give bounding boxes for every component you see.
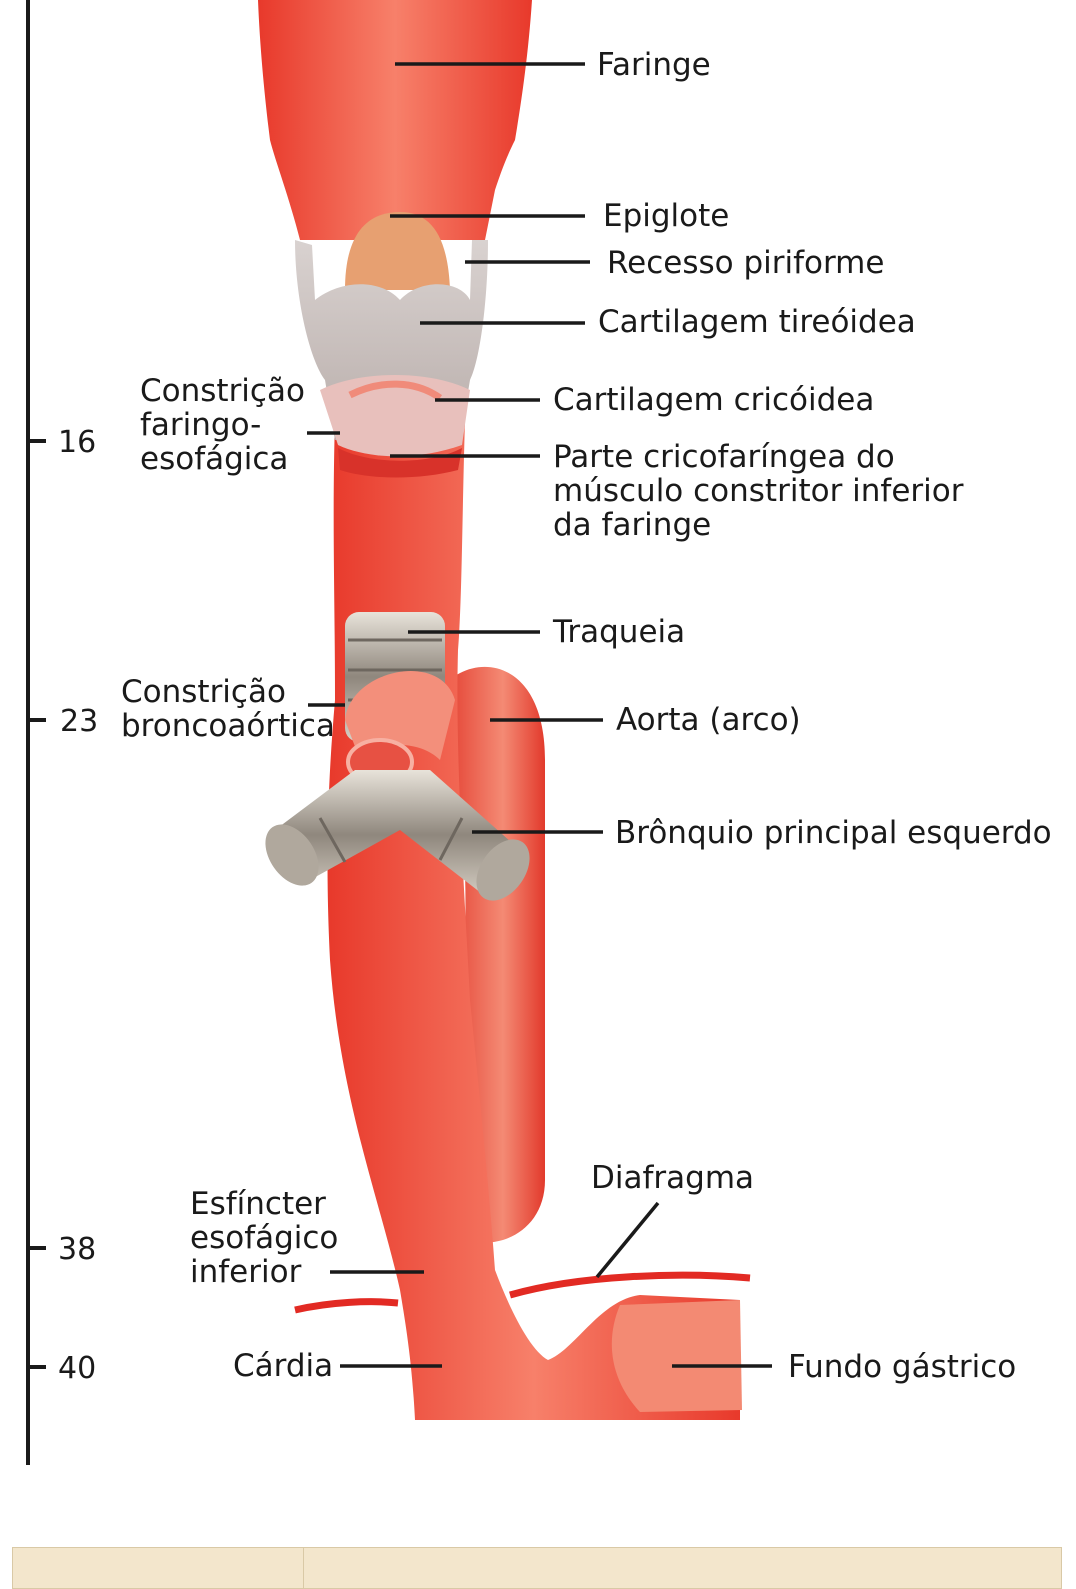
cricopharyngeal-shape <box>338 448 462 478</box>
label-constricao-faringoesofagica: Constrição faringo- esofágica <box>140 373 305 477</box>
label-traqueia: Traqueia <box>553 614 686 650</box>
scale-bar <box>26 0 46 1465</box>
bronchi-shape <box>265 770 530 901</box>
label-cartilagem-tireoidea: Cartilagem tireóidea <box>598 304 916 340</box>
diaphragm-left <box>509 1271 751 1299</box>
epiglottis-shape <box>345 212 450 290</box>
tick-40: 40 <box>58 1351 97 1386</box>
bottom-table-header <box>12 1547 1062 1589</box>
label-diafragma: Diafragma <box>591 1160 755 1196</box>
table-cell <box>13 1548 304 1588</box>
tick-16: 16 <box>58 425 97 460</box>
tick-23: 23 <box>60 704 99 739</box>
tick-38: 38 <box>58 1232 97 1267</box>
diaphragm-right <box>294 1298 399 1314</box>
label-esfincter: Esfíncter esofágico inferior <box>190 1186 339 1290</box>
table-cell <box>304 1548 1061 1588</box>
label-constricao-broncoaortica: Constrição broncoaórtica <box>121 674 335 744</box>
label-faringe: Faringe <box>597 47 711 83</box>
label-bronquio: Brônquio principal esquerdo <box>615 815 1052 851</box>
pharynx-shape <box>258 0 532 240</box>
label-fundo-gastrico: Fundo gástrico <box>788 1349 1017 1385</box>
aortic-arch-shape <box>345 671 455 760</box>
label-recesso-piriforme: Recesso piriforme <box>607 245 885 281</box>
leader-lines <box>307 62 772 1368</box>
label-cardia: Cárdia <box>233 1348 334 1384</box>
label-cartilagem-cricoidea: Cartilagem cricóidea <box>553 382 875 418</box>
label-aorta: Aorta (arco) <box>616 702 801 738</box>
fundus-shape <box>611 1300 742 1412</box>
label-cricofaringea: Parte cricofaríngea do músculo constrito… <box>553 439 964 543</box>
label-epiglote: Epiglote <box>603 198 730 234</box>
